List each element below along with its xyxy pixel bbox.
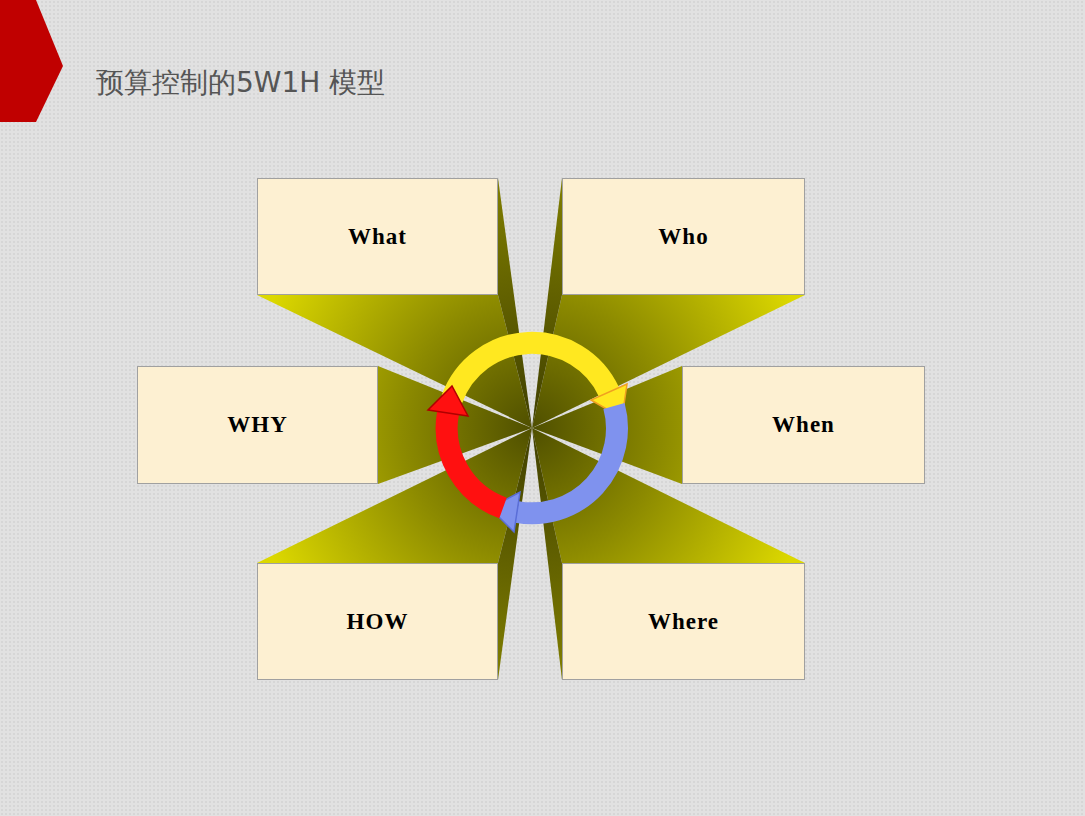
- question-box: WHY: [137, 366, 378, 484]
- box-label: WHY: [227, 412, 288, 438]
- box-label: HOW: [347, 609, 409, 635]
- corner-mark: [0, 0, 63, 122]
- question-box: Where: [562, 563, 805, 680]
- cycle-arrows: [428, 343, 627, 532]
- box-label: Where: [648, 609, 719, 635]
- question-box: When: [682, 366, 925, 484]
- box-label: When: [772, 412, 835, 438]
- box-label: What: [348, 224, 407, 250]
- box-label: Who: [658, 224, 708, 250]
- question-box: What: [257, 178, 498, 295]
- question-box: Who: [562, 178, 805, 295]
- slide-title: 预算控制的5W1H 模型: [96, 64, 385, 102]
- question-box: HOW: [257, 563, 498, 680]
